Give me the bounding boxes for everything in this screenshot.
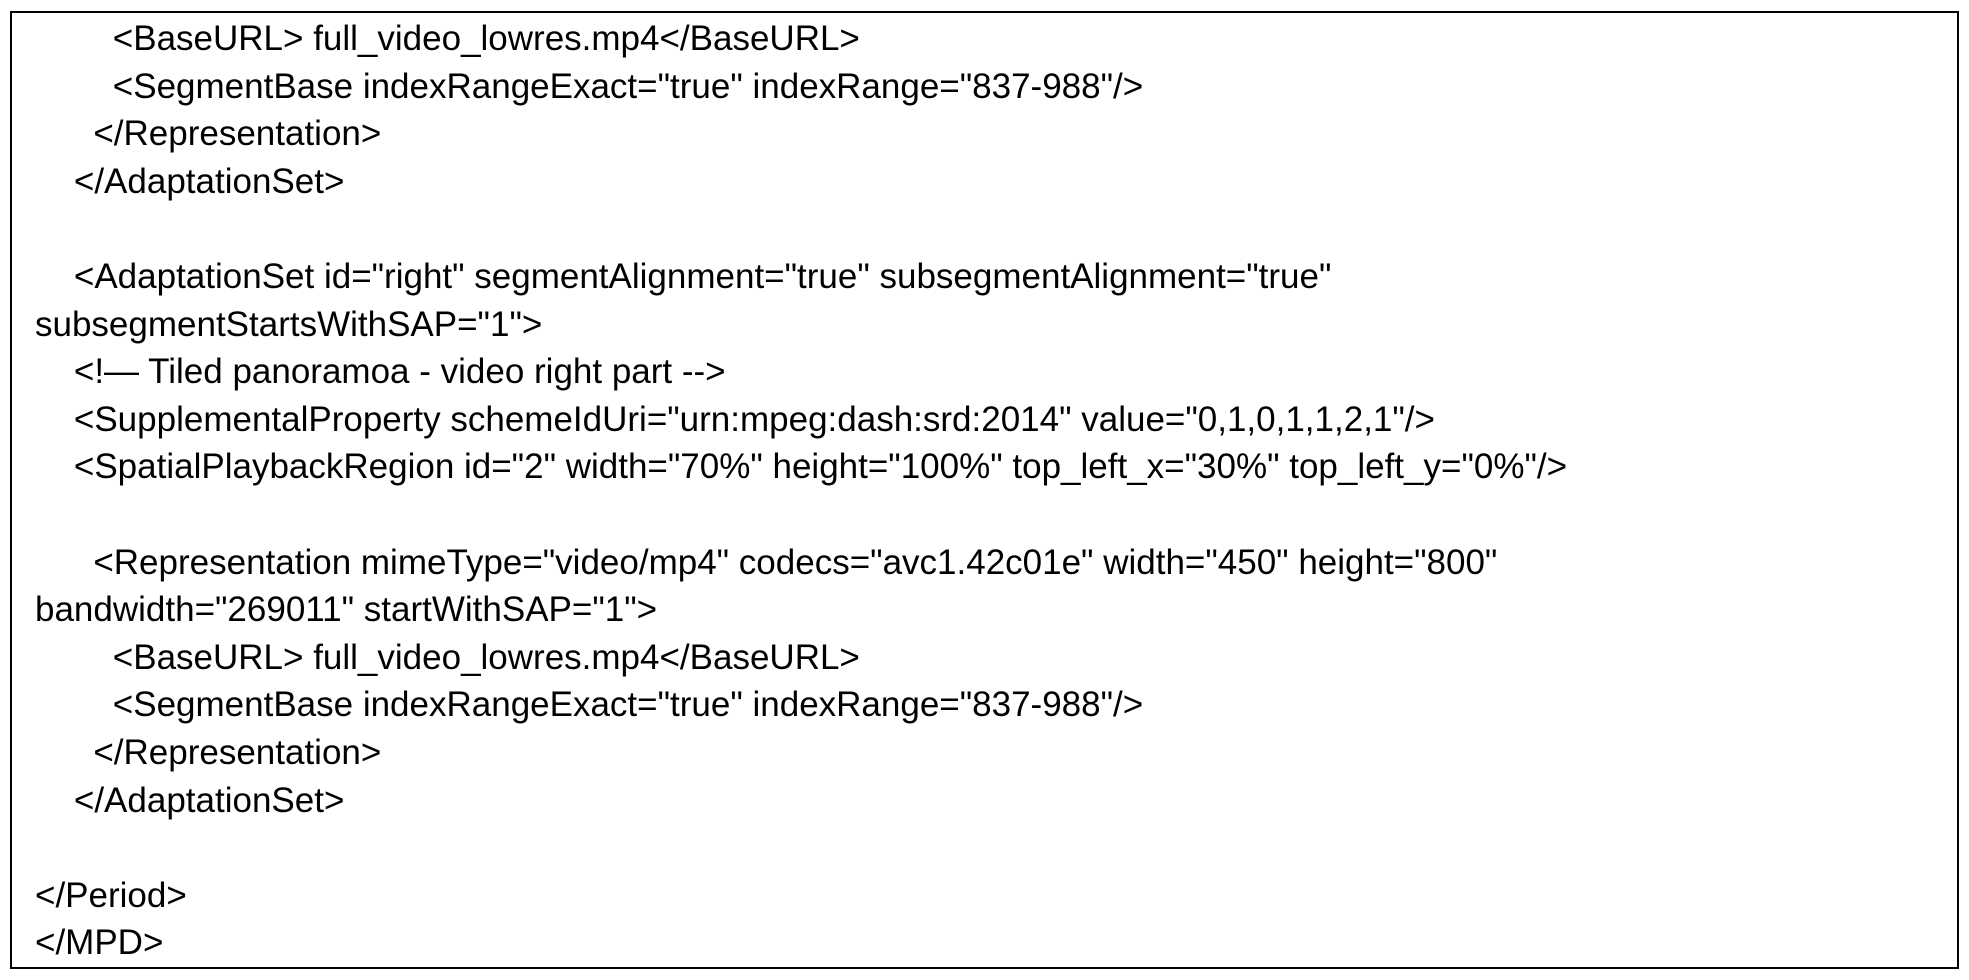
code-line: </Period> [35, 872, 1567, 920]
code-line: <BaseURL> full_video_lowres.mp4</BaseURL… [35, 15, 1567, 63]
mpd-xml-listing: <BaseURL> full_video_lowres.mp4</BaseURL… [10, 11, 1959, 969]
code-line: <SpatialPlaybackRegion id="2" width="70%… [35, 443, 1567, 491]
code-line: <SegmentBase indexRangeExact="true" inde… [35, 681, 1567, 729]
code-line: subsegmentStartsWithSAP="1"> [35, 301, 1567, 349]
code-line: bandwidth="269011" startWithSAP="1"> [35, 586, 1567, 634]
code-lines: <BaseURL> full_video_lowres.mp4</BaseURL… [35, 15, 1567, 967]
blank-line [35, 491, 1567, 539]
code-line: </Representation> [35, 110, 1567, 158]
code-comment-line: <!— Tiled panoramoa - video right part -… [35, 348, 1567, 396]
blank-line [35, 824, 1567, 872]
code-line: <BaseURL> full_video_lowres.mp4</BaseURL… [35, 634, 1567, 682]
code-line: </MPD> [35, 919, 1567, 967]
code-line: <SupplementalProperty schemeIdUri="urn:m… [35, 396, 1567, 444]
blank-line [35, 205, 1567, 253]
code-line: <SegmentBase indexRangeExact="true" inde… [35, 63, 1567, 111]
code-line: </AdaptationSet> [35, 777, 1567, 825]
code-line: </AdaptationSet> [35, 158, 1567, 206]
code-line: <AdaptationSet id="right" segmentAlignme… [35, 253, 1567, 301]
code-line: <Representation mimeType="video/mp4" cod… [35, 539, 1567, 587]
code-line: </Representation> [35, 729, 1567, 777]
